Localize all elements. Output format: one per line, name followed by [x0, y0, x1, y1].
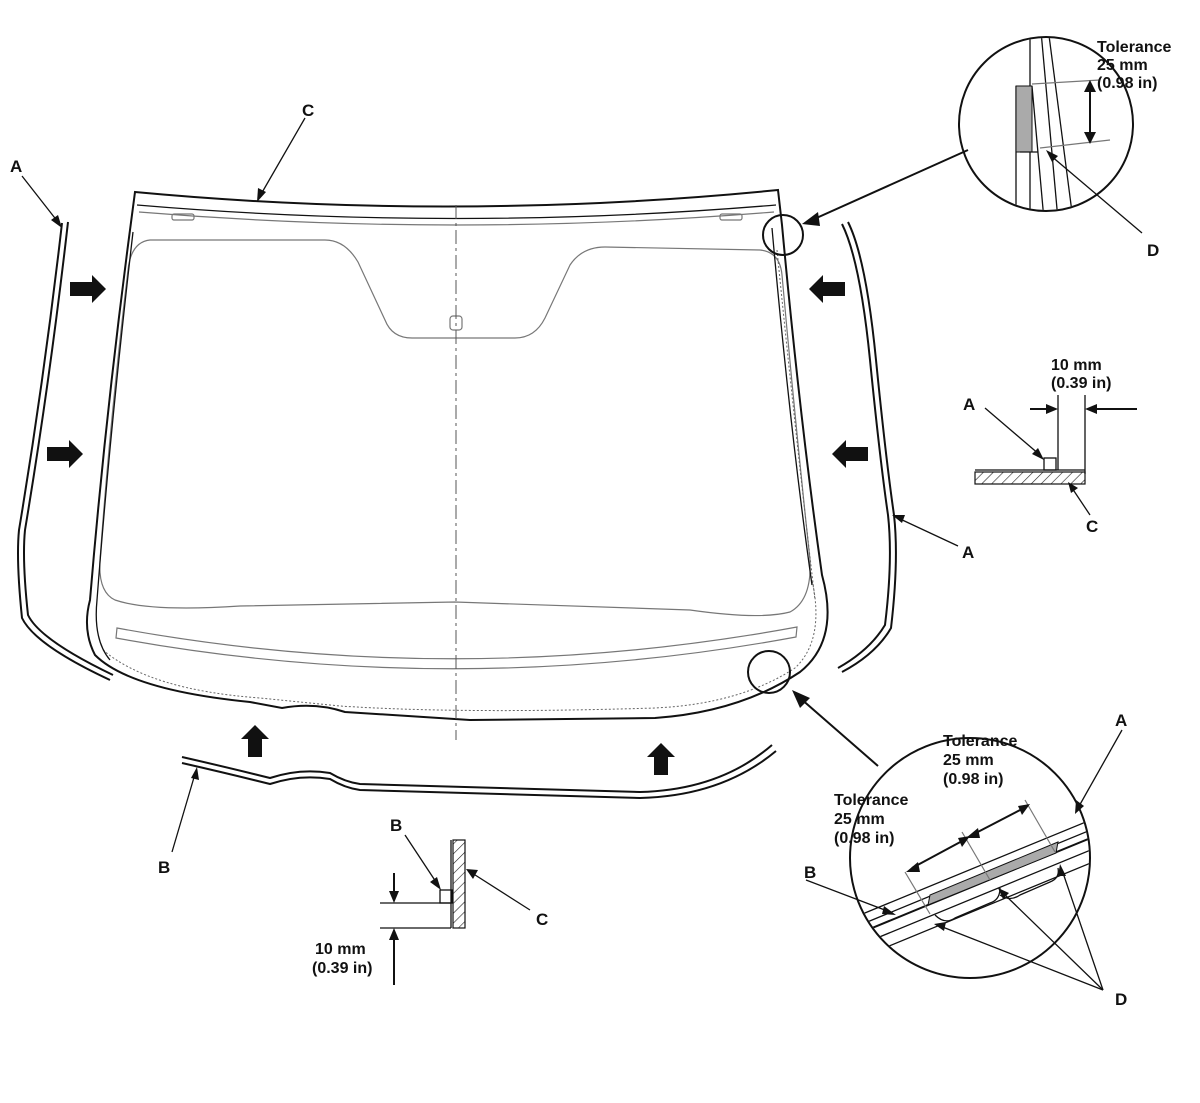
label-d-lower: D	[1115, 990, 1127, 1009]
label-a-detail: A	[1115, 711, 1127, 730]
detail-circle-lower	[747, 650, 791, 694]
bottom-offset-in: (0.39 in)	[312, 960, 372, 977]
label-b-lower-molding: B	[158, 858, 170, 877]
label-a-left-molding: A	[10, 157, 22, 176]
arrow-left-icon	[809, 275, 845, 303]
side-molding-left	[17, 221, 114, 681]
bottom-section-view	[380, 834, 531, 985]
detail-circle-upper	[762, 214, 804, 256]
lower-detail-view	[805, 729, 1123, 991]
lower-right-tolerance-mm: 25 mm	[943, 752, 994, 769]
arrow-right-icon	[70, 275, 106, 303]
windshield-glass	[85, 188, 829, 740]
lower-left-tolerance-in: (0.98 in)	[834, 830, 894, 847]
upper-tolerance-title: Tolerance	[1097, 39, 1172, 56]
side-offset-mm: 10 mm	[1051, 357, 1102, 374]
lower-right-tolerance-title: Tolerance	[943, 733, 1018, 750]
install-direction-arrows	[47, 275, 868, 775]
label-c-bottom-section: C	[536, 910, 548, 929]
lower-right-tolerance-in: (0.98 in)	[943, 771, 1003, 788]
bottom-offset-mm: 10 mm	[315, 941, 366, 958]
lower-left-tolerance-mm: 25 mm	[834, 811, 885, 828]
upper-tolerance-mm: 25 mm	[1097, 57, 1148, 74]
label-c-windshield: C	[302, 101, 314, 120]
arrow-right-icon	[47, 440, 83, 468]
label-d-upper: D	[1147, 241, 1159, 260]
arrow-left-icon	[832, 440, 868, 468]
label-a-right-molding: A	[962, 543, 974, 562]
lower-molding	[181, 744, 777, 800]
side-section-view	[974, 395, 1137, 516]
side-offset-in: (0.39 in)	[1051, 375, 1111, 392]
arrow-up-icon	[241, 725, 269, 757]
lower-left-tolerance-title: Tolerance	[834, 792, 909, 809]
upper-tolerance-in: (0.98 in)	[1097, 75, 1157, 92]
side-molding-right	[837, 221, 897, 673]
label-a-side-section: A	[963, 395, 975, 414]
label-b-bottom-section: B	[390, 816, 402, 835]
label-c-side-section: C	[1086, 517, 1098, 536]
label-b-detail: B	[804, 863, 816, 882]
arrow-up-icon	[647, 743, 675, 775]
upper-detail-view	[958, 36, 1143, 234]
